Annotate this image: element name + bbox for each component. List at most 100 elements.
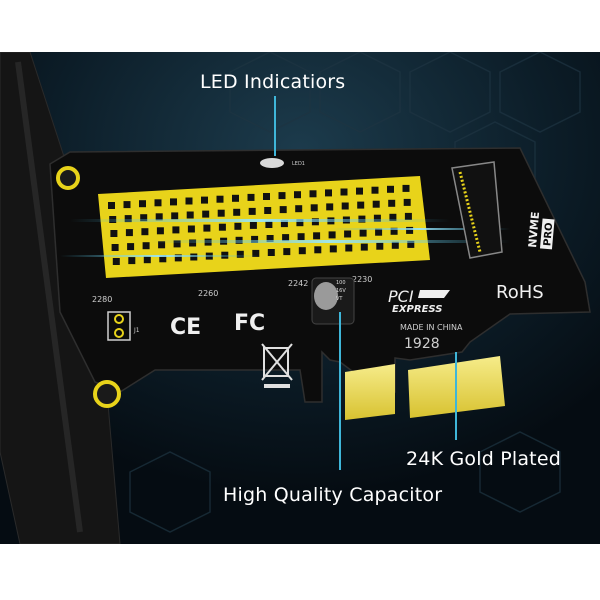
- heatsink-vent: [298, 247, 306, 255]
- heatsink-vent: [252, 249, 260, 257]
- light-beam: [70, 219, 450, 222]
- heatsink-vent: [201, 196, 208, 204]
- heatsink-vent: [236, 250, 244, 258]
- heatsink-vent: [218, 223, 226, 231]
- heatsink-vent: [309, 190, 317, 198]
- heatsink-vent: [233, 208, 241, 216]
- heatsink-vent: [295, 205, 303, 213]
- product-photo: LED1 J1 2280 2260 2242 2230 100 16V VT C…: [0, 52, 600, 544]
- capacitor: 100 16V VT: [311, 277, 355, 325]
- heatsink-vent: [280, 220, 288, 228]
- size-label-2280: 2280: [92, 295, 112, 304]
- heatsink-vent: [112, 258, 120, 265]
- heatsink-vent: [329, 245, 337, 253]
- heatsink-vent: [125, 229, 133, 237]
- heatsink-vent: [326, 203, 334, 211]
- heatsink-vent: [156, 227, 164, 235]
- capacitor-callout: High Quality Capacitor: [223, 484, 443, 506]
- heatsink-vent: [266, 235, 274, 242]
- m2-connector: [451, 161, 503, 259]
- heatsink-vent: [314, 246, 322, 254]
- cap-text-3: VT: [336, 296, 343, 302]
- heatsink-vent: [158, 241, 166, 249]
- heatsink-vent: [404, 212, 412, 220]
- heatsink-vent: [127, 243, 135, 251]
- heatsink-vent: [328, 231, 336, 239]
- size-label-2242: 2242: [288, 279, 308, 288]
- light-beam: [150, 240, 510, 243]
- heatsink-vent: [174, 254, 182, 262]
- ce-mark: CE: [170, 315, 201, 340]
- heatsink-vent: [248, 207, 256, 215]
- mounting-hole: [93, 380, 121, 408]
- heatsink-vent: [325, 189, 332, 197]
- mounting-hole: [56, 166, 80, 190]
- heatsink-vent: [390, 227, 398, 235]
- heatsink-vent: [154, 199, 162, 207]
- nvme-label: NVME: [526, 211, 542, 248]
- heatsink-vent: [139, 200, 146, 208]
- heatsink-vent: [402, 184, 410, 192]
- heatsink-vent: [388, 199, 396, 207]
- heatsink-vent: [278, 192, 286, 200]
- heatsink-vent: [141, 228, 149, 236]
- heatsink-vent: [265, 221, 273, 228]
- pci-logo: PCI: [388, 287, 414, 306]
- batch-number: 1928: [404, 336, 440, 352]
- heatsink-vent: [187, 225, 195, 233]
- heatsink-vent: [111, 244, 119, 251]
- heatsink-vent: [283, 248, 291, 256]
- heatsink-vent: [376, 242, 384, 250]
- heatsink-vent: [344, 230, 352, 238]
- pci-logo-arrow: [418, 290, 450, 298]
- heatsink-vent: [108, 202, 115, 209]
- heatsink-vent: [172, 226, 180, 234]
- led-label: LED1: [292, 161, 305, 167]
- heatsink-vent: [296, 219, 304, 227]
- heatsink-vent: [389, 213, 397, 221]
- led-component: [260, 158, 284, 168]
- heatsink-vent: [123, 201, 131, 209]
- heatsink-vent: [282, 234, 290, 242]
- heatsink-vent: [202, 210, 210, 218]
- heatsink-vent: [171, 212, 179, 220]
- heatsink-vent: [406, 226, 414, 234]
- heatsink-vent: [391, 241, 399, 249]
- heatsink-vent: [217, 209, 225, 217]
- heatsink-vent: [203, 224, 211, 232]
- jumper-label: J1: [133, 327, 140, 334]
- light-beam: [60, 255, 260, 257]
- heatsink-vent: [267, 249, 275, 256]
- heatsink-vent: [170, 198, 177, 206]
- heatsink-vent: [371, 186, 379, 194]
- led-indicators-callout: LED Indicatiors: [200, 71, 346, 93]
- heatsink-vent: [263, 193, 270, 200]
- cap-text-2: 16V: [336, 288, 346, 294]
- heatsink-vent: [124, 215, 132, 223]
- heatsink-vent: [110, 230, 118, 237]
- heatsink-vent: [375, 228, 383, 236]
- heatsink-vent: [340, 188, 348, 196]
- heatsink-vent: [407, 240, 415, 248]
- heatsink-vent: [387, 185, 394, 193]
- heatsink-vent: [297, 233, 305, 241]
- pro-label: PRO: [542, 222, 555, 246]
- heatsink-vent: [234, 222, 242, 230]
- size-label-2260: 2260: [198, 289, 218, 298]
- heatsink-vent: [216, 195, 224, 203]
- light-beam: [330, 228, 510, 230]
- heatsink-vent: [356, 187, 363, 195]
- heatsink-vent: [142, 242, 150, 250]
- made-in-label: MADE IN CHINA: [400, 323, 463, 332]
- heatsink-vent: [155, 213, 163, 221]
- heatsink-vent: [247, 193, 255, 201]
- heatsink-vent: [357, 201, 365, 209]
- heatsink-vent: [251, 235, 259, 243]
- cap-text-1: 100: [336, 280, 346, 286]
- heatsink-vent: [403, 198, 411, 206]
- heatsink-vent: [128, 257, 136, 265]
- heatsink-vent: [140, 214, 148, 222]
- heatsink-vent: [341, 202, 349, 210]
- express-label: EXPRESS: [392, 304, 442, 315]
- heatsink-vent: [359, 229, 367, 237]
